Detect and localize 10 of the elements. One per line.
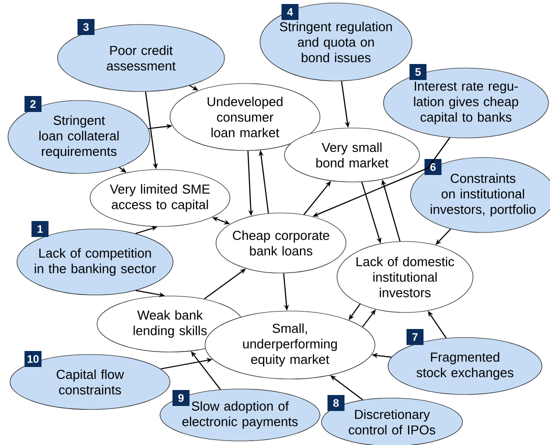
number-badge: 6	[424, 159, 442, 175]
number-badge: 5	[410, 64, 426, 80]
number-badge: 7	[406, 329, 424, 345]
number-badge: 9	[172, 390, 190, 406]
number-badge: 2	[24, 96, 42, 112]
number-badge: 8	[328, 395, 344, 411]
number-badge: 10	[24, 351, 42, 367]
number-badge: 3	[78, 19, 94, 35]
number-badge: 1	[32, 221, 48, 237]
number-badge: 4	[282, 4, 298, 20]
